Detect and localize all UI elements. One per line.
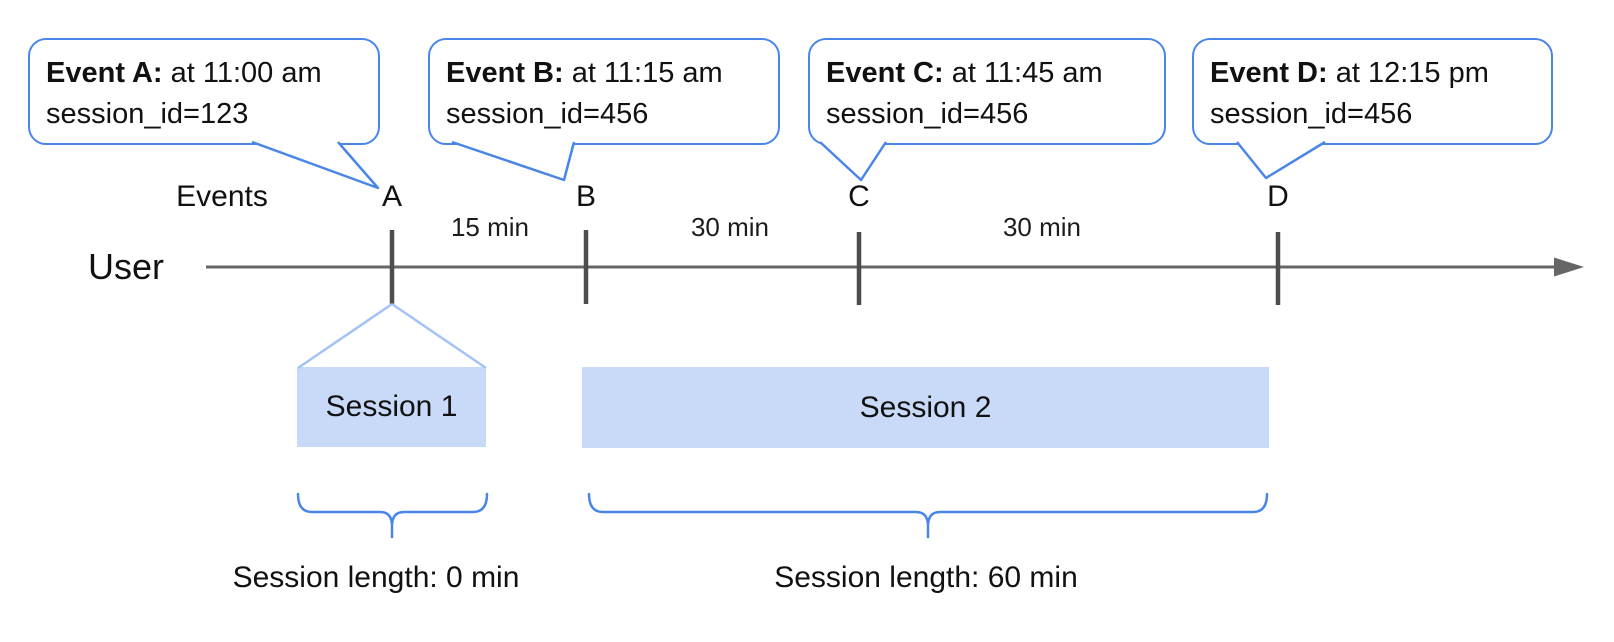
- events-axis-label: Events: [176, 180, 268, 213]
- event-marker-label-c: C: [848, 180, 870, 213]
- callout-event-a-title: Event A:: [46, 57, 163, 89]
- session-2-label: Session 2: [859, 390, 992, 424]
- interval-label-b-c: 30 min: [690, 212, 770, 242]
- session-2-brace-icon: [587, 492, 1269, 539]
- callout-event-d-time: at 12:15 pm: [1335, 57, 1489, 89]
- event-marker-label-b: B: [575, 180, 596, 213]
- callout-event-d-title: Event D:: [1210, 57, 1328, 89]
- user-timeline-arrow: [206, 257, 1584, 277]
- callout-event-a: Event A: at 11:00 am session_id=123: [28, 38, 380, 145]
- interval-label-c-d: 30 min: [1002, 212, 1082, 242]
- callout-event-d: Event D: at 12:15 pm session_id=456: [1192, 38, 1553, 145]
- callout-event-c: Event C: at 11:45 am session_id=456: [808, 38, 1166, 145]
- session-1-funnel-lines: [297, 302, 487, 370]
- callout-event-c-time: at 11:45 am: [951, 57, 1103, 89]
- callout-event-c-detail: session_id=456: [826, 98, 1029, 130]
- session-1-brace-icon: [296, 492, 489, 539]
- callout-tail-d-icon: [1236, 140, 1326, 180]
- callout-event-a-detail: session_id=123: [46, 98, 249, 130]
- session-1-length-label: Session length: 0 min: [232, 561, 520, 594]
- callout-event-b: Event B: at 11:15 am session_id=456: [428, 38, 780, 145]
- callout-event-b-time: at 11:15 am: [571, 57, 723, 89]
- interval-label-a-b: 15 min: [450, 212, 530, 242]
- event-marker-label-d: D: [1267, 180, 1289, 213]
- callout-event-b-detail: session_id=456: [446, 98, 649, 130]
- callout-event-c-title: Event C:: [826, 57, 944, 89]
- user-axis-label: User: [88, 246, 165, 287]
- session-2-length-label: Session length: 60 min: [774, 561, 1078, 594]
- callout-event-b-title: Event B:: [446, 57, 564, 89]
- session-1-label: Session 1: [325, 390, 458, 423]
- callout-tail-b-icon: [451, 140, 576, 182]
- session-2-box: Session 2: [582, 367, 1269, 448]
- session-1-box: Session 1: [297, 367, 486, 447]
- event-marker-label-a: A: [381, 180, 402, 213]
- callout-tail-c-icon: [819, 141, 888, 182]
- callout-event-a-time: at 11:00 am: [170, 57, 322, 89]
- callout-event-d-detail: session_id=456: [1210, 98, 1413, 130]
